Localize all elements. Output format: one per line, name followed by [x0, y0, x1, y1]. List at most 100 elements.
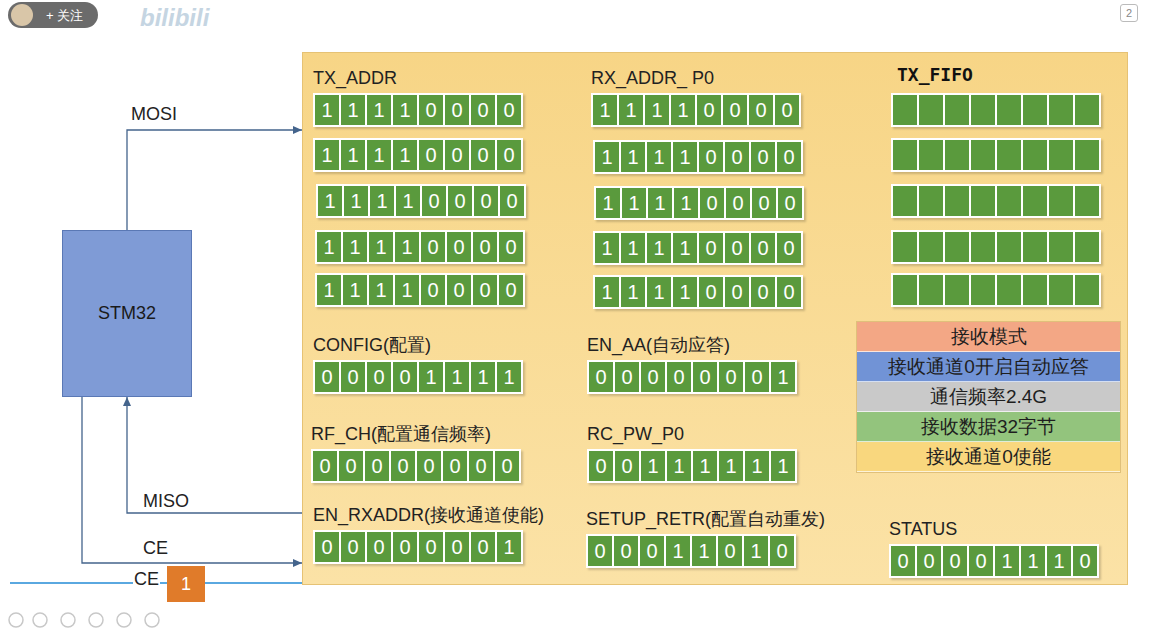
- fifo-slot: [997, 232, 1021, 262]
- fifo-slot: [919, 275, 943, 305]
- bit-cell: 1: [595, 233, 619, 263]
- register-name: SETUP_RETR(配置自动重发): [586, 508, 825, 530]
- bit-cell: 1: [719, 451, 743, 481]
- fifo-slot: [971, 275, 995, 305]
- fifo-slot: [893, 95, 917, 125]
- legend-text: 接收数据32字节: [921, 414, 1056, 440]
- bit-cell: 0: [445, 95, 469, 125]
- bit-cell: 1: [317, 232, 341, 262]
- bit-cell: 0: [500, 186, 524, 216]
- bit-cell: 0: [917, 546, 941, 576]
- fifo-slot: [945, 275, 969, 305]
- bit-cell: 0: [393, 532, 417, 562]
- fifo-slot: [1075, 95, 1099, 125]
- bit-cell: 1: [771, 451, 795, 481]
- bit-cell: 1: [595, 277, 619, 307]
- follow-button: + 关注: [8, 2, 98, 28]
- bit-cell: 0: [777, 277, 801, 307]
- bit-cell: 0: [725, 142, 749, 172]
- bit-cell: 0: [471, 95, 495, 125]
- bit-cell: 1: [343, 232, 367, 262]
- fifo-slot: [893, 140, 917, 170]
- bit-cell: 0: [474, 186, 498, 216]
- bit-cell: 0: [473, 232, 497, 262]
- bit-cell: 1: [673, 277, 697, 307]
- fifo-slot: [1075, 232, 1099, 262]
- fifo-slot: [971, 95, 995, 125]
- bit-cell: 1: [595, 142, 619, 172]
- register-byte: 11110000: [593, 231, 803, 265]
- legend-band: 接收通道0开启自动应答: [857, 352, 1120, 382]
- bit-cell: 1: [341, 95, 365, 125]
- fifo-slot: [971, 232, 995, 262]
- register-byte: EN_RXADDR(接收通道使能)00000001: [313, 504, 544, 564]
- bit-cell: 1: [369, 275, 393, 305]
- bit-cell: 1: [393, 140, 417, 170]
- bit-cell: 1: [393, 95, 417, 125]
- watermark: bilibili: [140, 4, 209, 32]
- bit-cell: 0: [719, 362, 743, 392]
- signal-wire: [82, 397, 302, 563]
- bit-cell: 0: [447, 232, 471, 262]
- register-byte: 11110000: [594, 186, 804, 220]
- bit-cell: 1: [497, 532, 521, 562]
- fifo-slot: [945, 140, 969, 170]
- fifo-slot: [919, 95, 943, 125]
- register-name: STATUS: [889, 518, 1099, 540]
- mcu-name: STM32: [98, 303, 156, 324]
- register-byte: CONFIG(配置)00001111: [313, 334, 523, 394]
- bit-row: 00000001: [313, 530, 523, 564]
- signal-name: MISO: [143, 491, 189, 512]
- fifo-slot: [1023, 186, 1047, 216]
- bit-cell: 0: [497, 140, 521, 170]
- bit-row: 11110000: [593, 231, 803, 265]
- bit-cell: 0: [693, 362, 717, 392]
- bit-cell: 0: [473, 275, 497, 305]
- register-byte: 11110000: [315, 230, 525, 264]
- bit-cell: 0: [718, 536, 742, 566]
- bit-row: 11110000: [313, 138, 523, 172]
- legend-band: 接收通道0使能: [857, 442, 1120, 472]
- bit-cell: 0: [499, 232, 523, 262]
- bit-cell: 1: [318, 186, 342, 216]
- register-byte: 11110000: [593, 140, 803, 174]
- fifo-slot: [945, 232, 969, 262]
- bit-cell: 0: [367, 532, 391, 562]
- register-byte: SETUP_RETR(配置自动重发)00011010: [586, 508, 825, 568]
- register-byte: RC_PW_P000111111: [587, 423, 797, 483]
- legend-text: 接收通道0开启自动应答: [888, 354, 1089, 380]
- bit-cell: 0: [589, 451, 613, 481]
- bit-cell: 0: [588, 536, 612, 566]
- bit-cell: 1: [745, 451, 769, 481]
- bit-row: 11110000: [316, 184, 526, 218]
- fifo-slot: [997, 275, 1021, 305]
- fifo-slot: [1023, 275, 1047, 305]
- bit-cell: 1: [1021, 546, 1045, 576]
- register-byte: RF_CH(配置通信频率)00000000: [311, 423, 521, 483]
- bit-cell: 0: [725, 277, 749, 307]
- bit-cell: 0: [751, 233, 775, 263]
- bit-cell: 0: [445, 532, 469, 562]
- fifo-slot: [1075, 140, 1099, 170]
- signal-name: MOSI: [131, 104, 177, 125]
- bit-cell: 1: [648, 188, 672, 218]
- legend-box: 接收模式接收通道0开启自动应答通信频率2.4G接收数据32字节接收通道0使能: [856, 321, 1121, 473]
- register-name: EN_AA(自动应答): [587, 334, 797, 356]
- bit-cell: 0: [443, 451, 467, 481]
- fifo-slot: [919, 232, 943, 262]
- legend-text: 接收模式: [951, 324, 1027, 350]
- bit-cell: 1: [621, 233, 645, 263]
- signal-wire: [127, 130, 302, 230]
- bit-cell: 1: [621, 277, 645, 307]
- bit-cell: 0: [367, 362, 391, 392]
- bit-cell: 1: [341, 140, 365, 170]
- fifo-slot: [1049, 186, 1073, 216]
- bit-cell: 1: [647, 233, 671, 263]
- bit-cell: 0: [393, 362, 417, 392]
- bit-cell: 1: [343, 275, 367, 305]
- bit-cell: 0: [341, 362, 365, 392]
- bit-cell: 0: [969, 546, 993, 576]
- pin-level: 1: [181, 574, 191, 595]
- fifo-slot: [971, 186, 995, 216]
- fifo-row: [891, 273, 1101, 307]
